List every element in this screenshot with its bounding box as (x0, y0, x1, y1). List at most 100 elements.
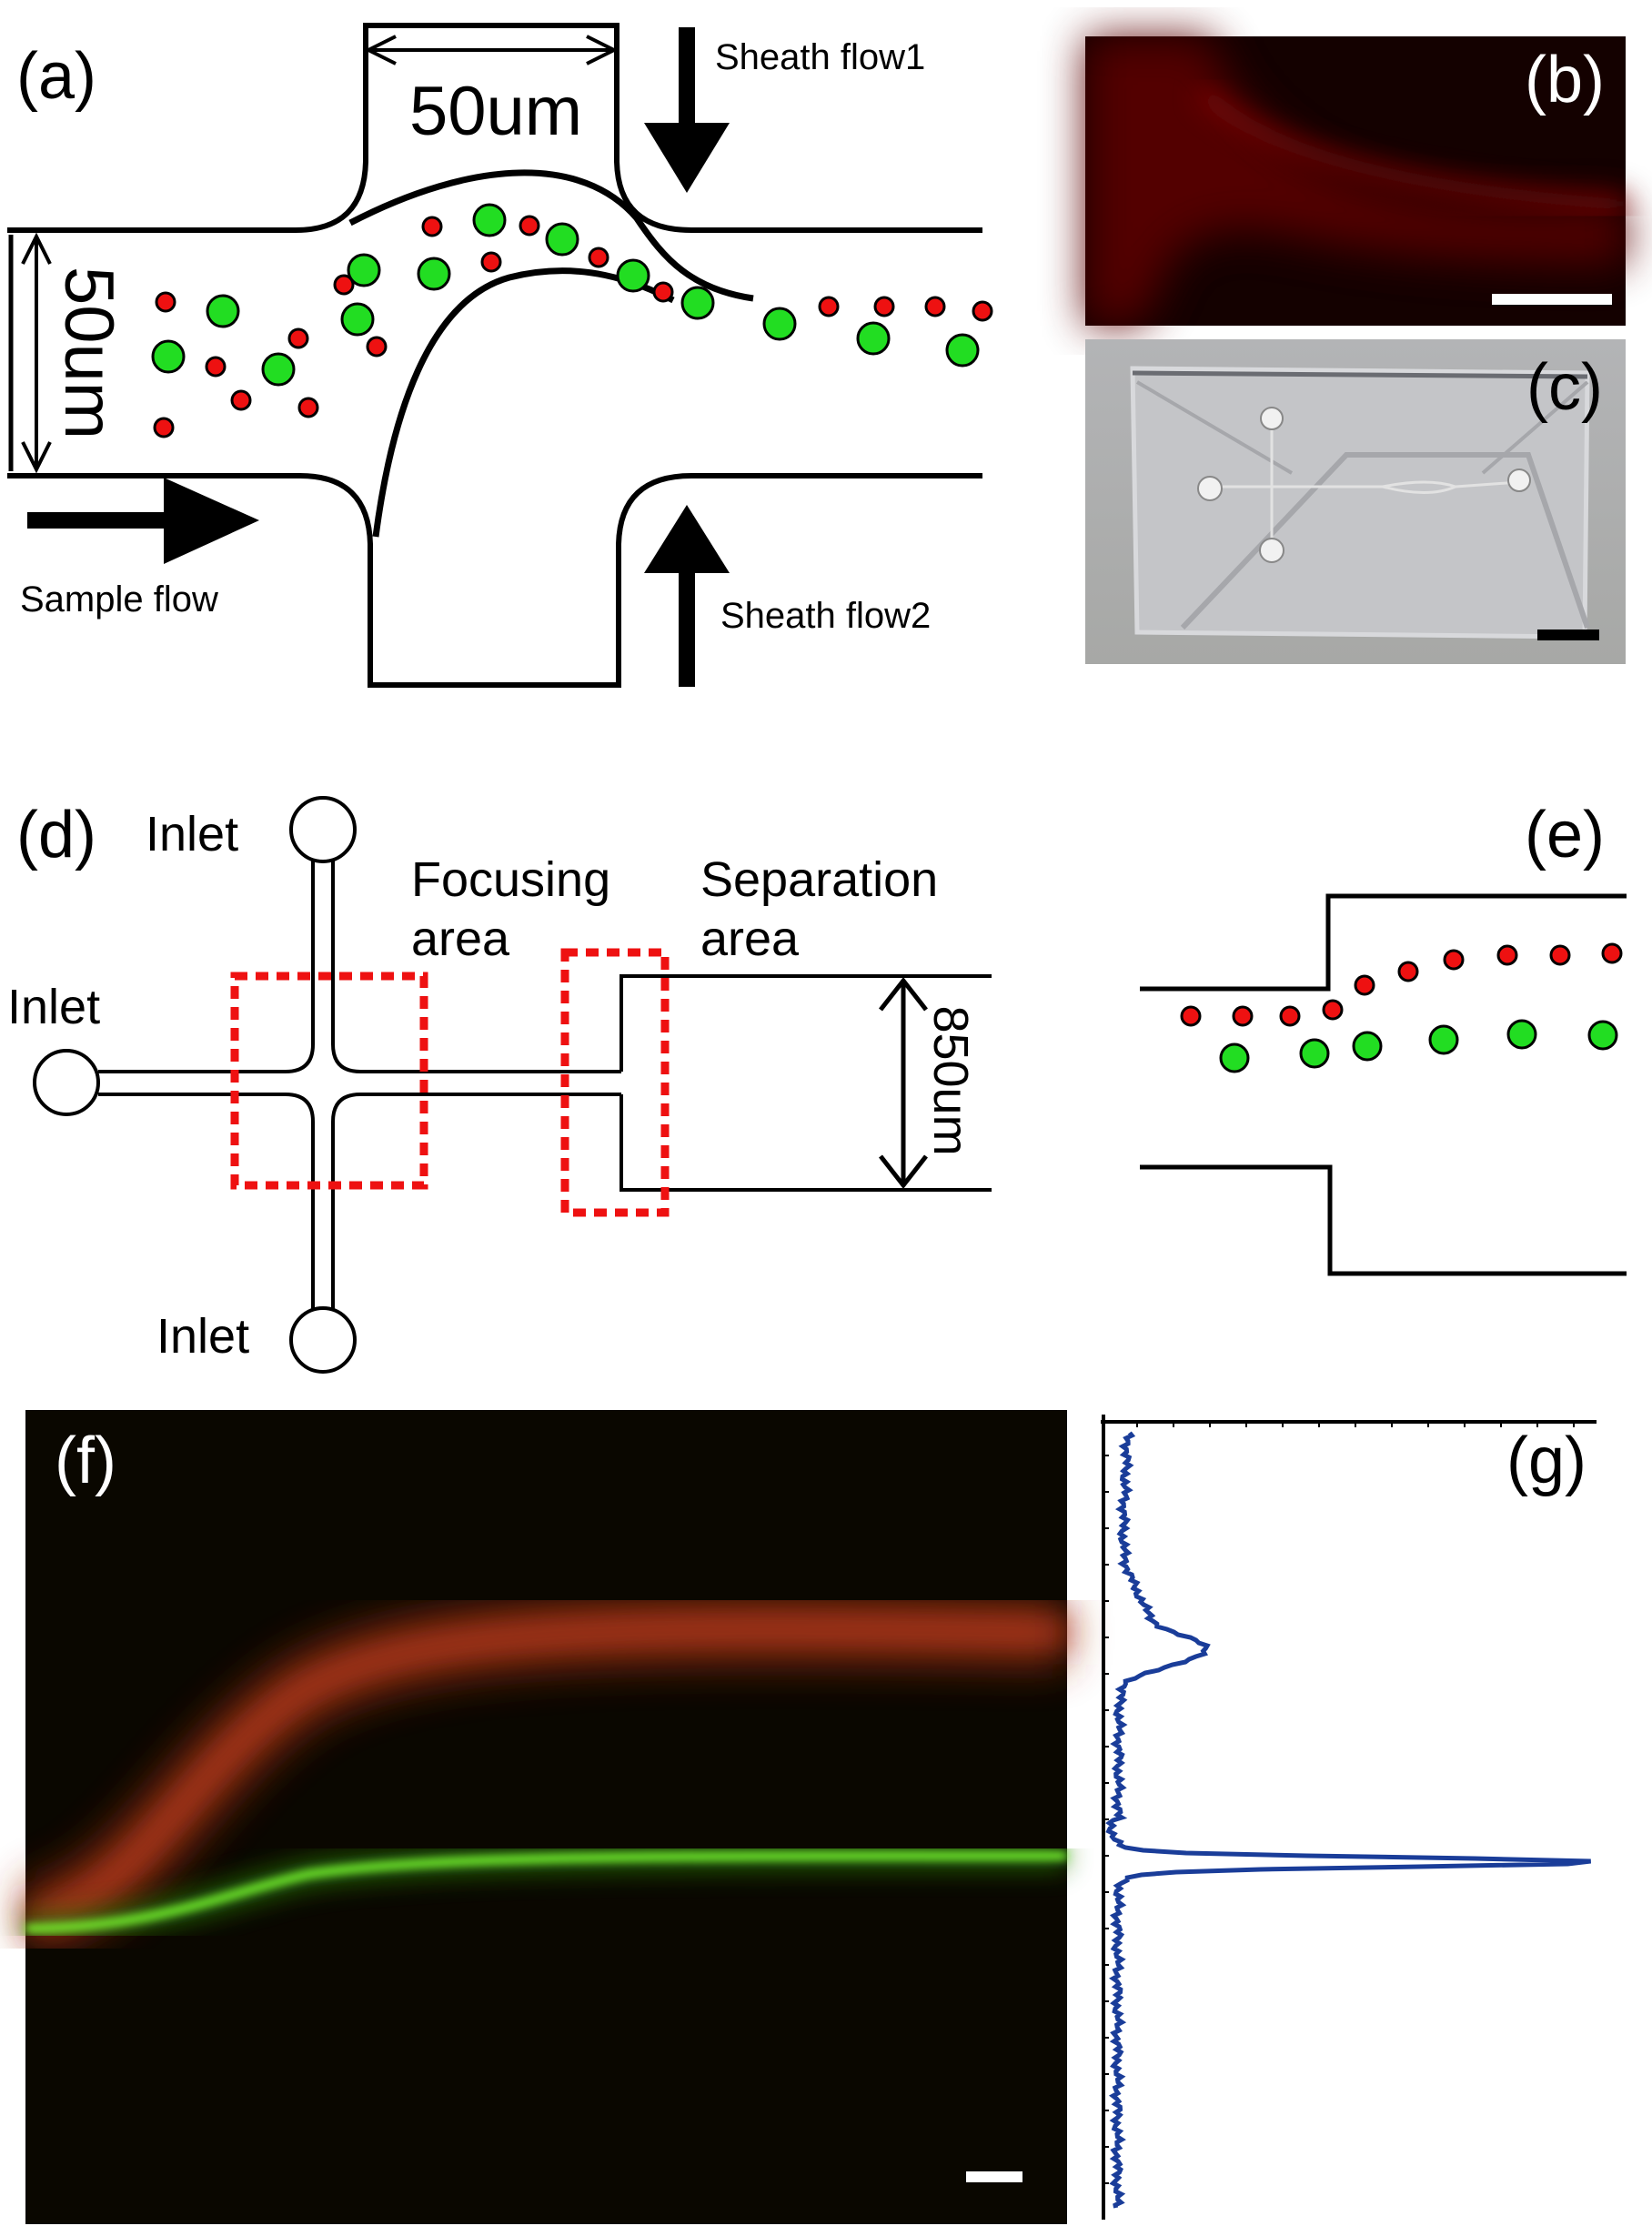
inlet-left-label: Inlet (7, 980, 100, 1034)
channel-lower-wall (7, 473, 982, 688)
green-stream (25, 1851, 1068, 1933)
panel-g: (g) (1101, 1415, 1597, 2220)
large-particle (206, 294, 240, 328)
panel-b: (b) (1085, 36, 1627, 326)
panel-g-label: (g) (1506, 1425, 1587, 1497)
small-particle (519, 215, 540, 237)
large-particle (1299, 1038, 1330, 1069)
sheath-flow1-label: Sheath flow1 (715, 37, 925, 77)
particles-a (151, 203, 993, 438)
panel-a: (a) 50um 50um Sheath flow1 (7, 23, 993, 688)
profile-ticks (1103, 1422, 1575, 2184)
separation-area-box (560, 948, 670, 1217)
panel-f-label: (f) (55, 1425, 116, 1497)
large-particle (347, 253, 381, 287)
small-particle (155, 291, 176, 313)
small-particle (230, 389, 252, 411)
dimension-left-label: 50um (50, 267, 127, 439)
sheath-flow2-arrow (644, 505, 730, 687)
small-particle (1397, 961, 1419, 982)
focusing-area-box (230, 972, 428, 1190)
large-particle (472, 203, 507, 237)
small-particle (1549, 944, 1571, 966)
intensity-profile (1105, 1431, 1591, 2209)
large-particle (151, 339, 186, 374)
panel-c-label: (c) (1526, 351, 1603, 424)
inlet-top-label: Inlet (146, 807, 238, 861)
small-particle (480, 251, 502, 273)
small-particle (366, 336, 388, 358)
small-particle (1354, 974, 1375, 996)
particles-e (1180, 942, 1623, 1073)
large-particle (340, 302, 375, 337)
dimension-top-label: 50um (409, 73, 582, 150)
small-particle (1322, 999, 1344, 1021)
inlet-top-port (289, 796, 357, 863)
large-particle (1219, 1042, 1250, 1073)
large-particle (1587, 1020, 1618, 1051)
large-particle (417, 257, 451, 291)
separation-label-2: area (700, 912, 800, 966)
expansion-lower-wall (1140, 1164, 1627, 1276)
small-particle (1279, 1005, 1301, 1027)
sample-flow-arrow (27, 478, 259, 564)
sample-flow-label: Sample flow (20, 579, 218, 619)
small-particle (652, 281, 674, 303)
stream-boundary-upper (348, 169, 754, 302)
panel-f-scale-bar (966, 2171, 1022, 2182)
small-particle (1180, 1005, 1202, 1027)
small-particle (205, 356, 227, 378)
large-particle (545, 222, 579, 257)
panel-b-scale-bar (1492, 294, 1612, 305)
small-particle (287, 327, 309, 349)
large-particle (1352, 1031, 1383, 1062)
small-particle (1601, 942, 1623, 964)
small-particle (421, 216, 443, 237)
large-particle (945, 333, 980, 368)
dimension-top (364, 35, 619, 65)
sheath-flow1-arrow (644, 27, 730, 193)
small-particle (1232, 1005, 1254, 1027)
channel-upper-wall (7, 23, 982, 233)
dimension-left (8, 232, 52, 474)
panel-e-label: (e) (1525, 799, 1605, 871)
panel-a-label: (a) (16, 40, 96, 113)
small-particle (333, 274, 355, 296)
small-particle (1496, 944, 1518, 966)
panel-f: (f) (18, 1410, 1068, 2224)
separation-chamber (620, 974, 992, 1192)
large-particle (856, 321, 891, 356)
focusing-label-1: Focusing (411, 852, 610, 907)
panel-c-scale-bar (1537, 630, 1599, 640)
separation-label-1: Separation (700, 852, 938, 907)
stream-boundary-lower (372, 267, 675, 538)
inlet-bottom-label: Inlet (156, 1309, 249, 1364)
large-particle (261, 352, 296, 387)
large-particle (1428, 1024, 1459, 1055)
sheath-flow2-label: Sheath flow2 (720, 596, 931, 636)
small-particle (153, 417, 175, 438)
panel-b-label: (b) (1525, 44, 1605, 116)
large-particle (1506, 1019, 1537, 1050)
dimension-850-label: 850um (923, 1005, 978, 1155)
focusing-label-2: area (411, 912, 510, 966)
inlet-left-port (33, 1049, 100, 1116)
large-particle (680, 286, 715, 320)
dimension-850 (879, 976, 928, 1190)
panel-d-label: (d) (16, 799, 96, 871)
panel-d: (d) Inlet Inlet Inlet Focusing area Sepa… (7, 796, 992, 1374)
large-particle (762, 307, 797, 341)
chip-ports (1197, 407, 1531, 563)
small-particle (873, 296, 895, 317)
panel-c: (c) (1085, 339, 1626, 664)
large-particle (616, 258, 650, 293)
small-particle (818, 296, 840, 317)
small-particle (297, 397, 319, 418)
small-particle (1443, 949, 1465, 971)
cross-channel (98, 860, 621, 1310)
small-particle (588, 247, 609, 268)
small-particle (972, 300, 993, 322)
expansion-upper-wall (1140, 893, 1627, 992)
